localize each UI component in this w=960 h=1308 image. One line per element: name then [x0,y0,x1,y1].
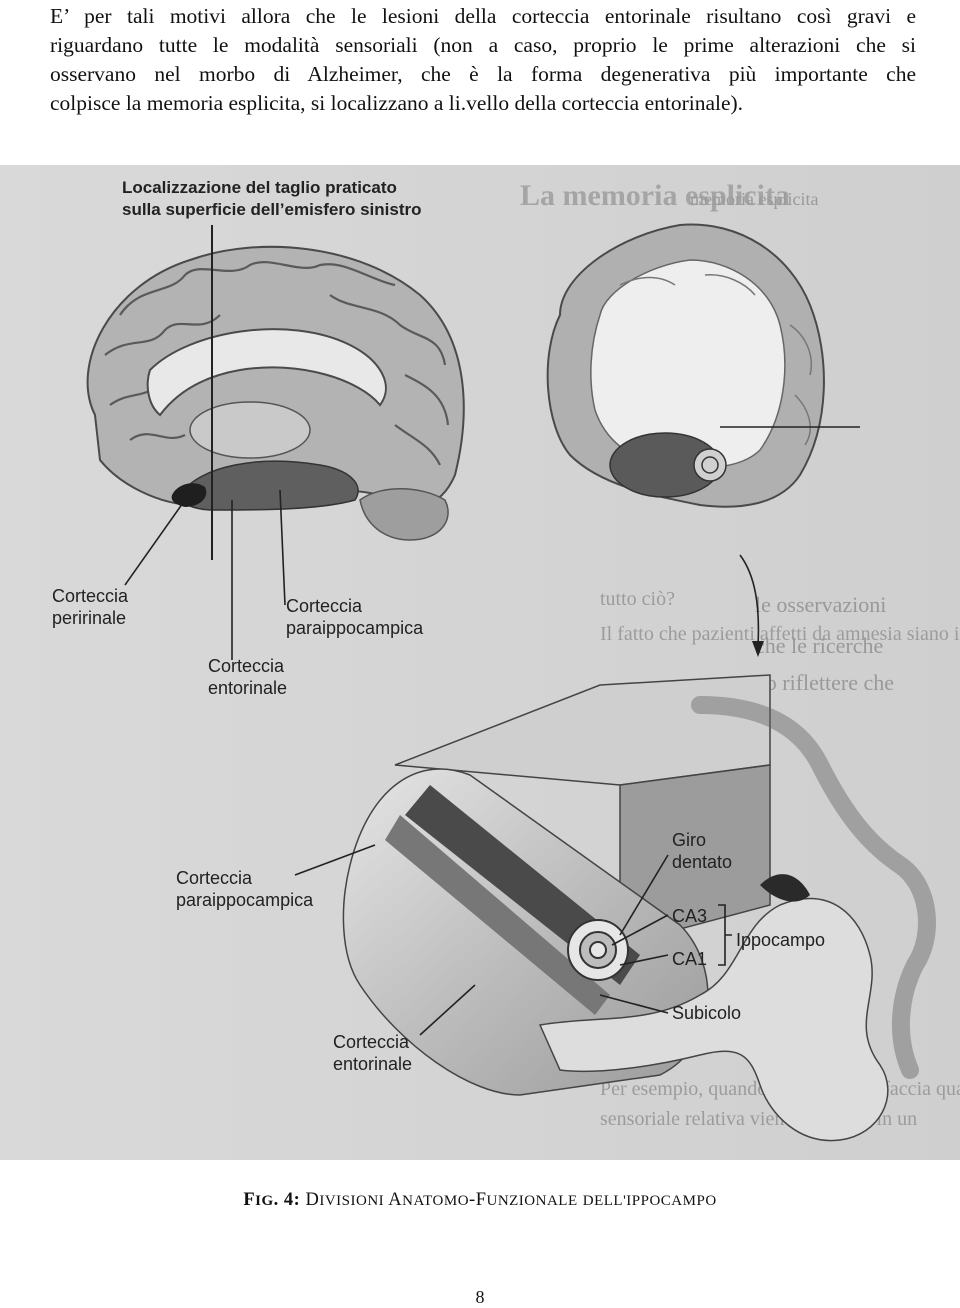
coronal-gyri [619,274,812,446]
caption-word: UNZIONALE [486,1193,578,1209]
leader-lines [124,489,286,660]
zoom-arrow [739,554,760,646]
gyri-lines [104,261,450,466]
thalamus [189,401,311,459]
hippocampus-figure: La memoria esplicita memoria esplicita I… [0,165,960,1160]
caption-fig-number: . 4: [273,1190,306,1210]
zoom-arrow-head [752,641,764,657]
perirhinal-region [171,483,207,507]
figure-illustration: La memoria esplicita memoria esplicita I… [0,165,960,1160]
block-top [394,674,771,786]
bleed-text: memoria esplicita [690,189,818,209]
label-paraippocampica-bottom: Corteccia paraippocampica [176,868,314,910]
label-peririnale: Corteccia peririnale [52,586,129,628]
sulcus-dark [760,874,810,902]
caption-word: IVISIONI [319,1193,385,1209]
cortical-ribbon [538,898,889,1142]
label-ippocampo: Ippocampo [736,930,826,950]
label-paraippocampica-top: Corteccia paraippocampica [286,596,424,638]
cortex-band [691,696,936,1079]
caption-word: NATOMO [402,1193,470,1209]
enlargement-leaders [294,844,669,1036]
figure-caption: FIG. 4: DIVISIONI ANATOMO-FUNZIONALE DEL… [0,1190,960,1211]
label-subicolo: Subicolo [672,1003,742,1023]
bleed-text: Il fatto che pazienti affetti da amnesia… [600,623,960,645]
bleed-text: che le ricerche [755,633,883,658]
bleed-heading: La memoria esplicita [520,179,790,212]
caption-word: DELL'IPPOCAMPO [582,1193,717,1209]
caption-word: D [305,1190,320,1210]
intro-paragraph: E’ per tali motivi allora che le lesioni… [50,2,916,118]
label-entorinale-bottom: Corteccia entorinale [333,1032,413,1074]
label-giro-dentato: Giro dentato [672,830,733,872]
white-matter [590,259,786,469]
label-taglio: Localizzazione del taglio praticato sull… [122,178,422,219]
bleed-text: le osservazioni [755,592,886,617]
parahippocampal-region [179,460,359,511]
ippocampo-bracket [718,904,732,966]
paragraph-line: E’ per tali motivi allora che le lesioni… [50,4,916,28]
label-ca3: CA3 [672,906,708,926]
caption-fig-prefix: F [243,1190,256,1210]
caption-fig-prefix-small: IG [255,1193,274,1209]
paragraph-line: osservano nel morbo di Alzheimer, che è … [50,62,916,86]
page-number: 8 [475,1287,485,1307]
bleed-text: tutto ciò? [600,588,675,610]
medial-brain [86,225,465,660]
caption-word: A [384,1190,403,1210]
paragraph-line: colpisce la memoria esplicita, si locali… [50,91,744,115]
hippocampus-spiral [693,448,727,482]
caption-word: -F [469,1190,487,1210]
cerebellum [359,488,449,541]
corpus-callosum [146,328,387,417]
label-ca1: CA1 [672,949,708,969]
stripe-medium [385,815,610,1015]
paragraph-line: riguardano tutte le modalità sensoriali … [50,33,916,57]
hippocampus-enlargement [294,674,936,1142]
coronal-section [546,223,860,657]
label-entorinale-top: Corteccia entorinale [208,656,288,698]
spiral-inner [589,941,607,959]
